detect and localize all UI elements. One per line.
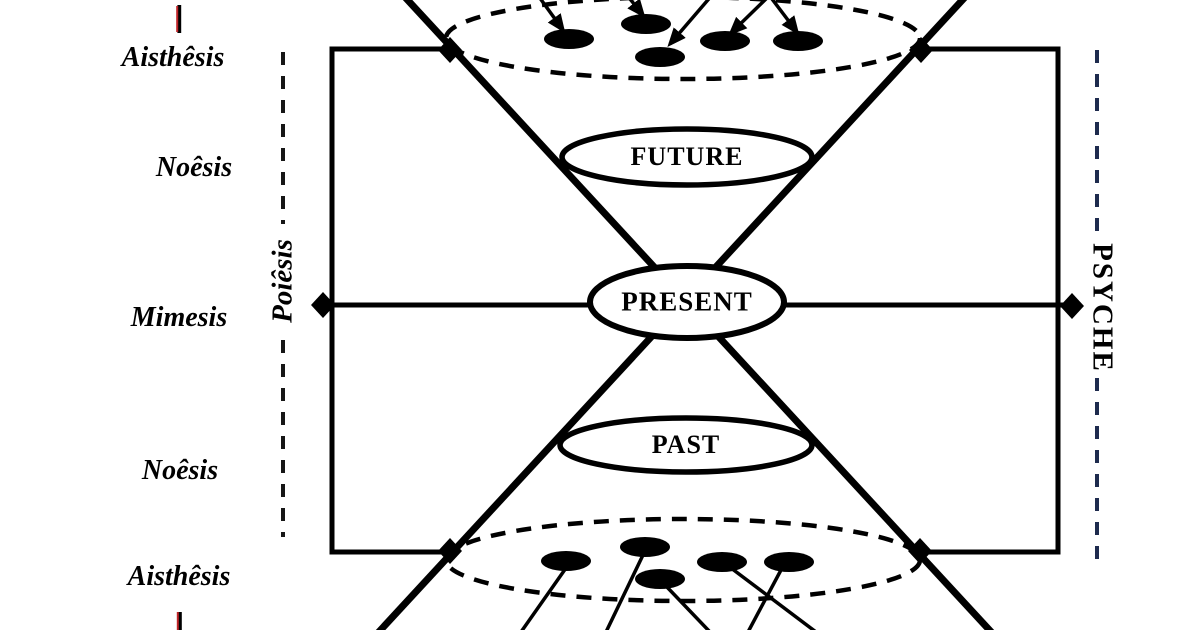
- bottom-tick-bar-red: [176, 612, 179, 630]
- diamond-bottom-right: [908, 538, 932, 564]
- node-past-label: PAST: [651, 430, 721, 459]
- top-incoming-arrows: [539, 0, 800, 48]
- top-dot-2: [621, 14, 671, 34]
- top-dashed-ellipse: [443, 0, 923, 82]
- frame-left-bracket: [329, 46, 452, 555]
- top-dot-4: [700, 31, 750, 51]
- label-psyche: PSYCHE: [1086, 243, 1119, 373]
- label-noesis-bottom: Noêsis: [141, 455, 219, 486]
- bottom-memory-dots: [541, 537, 814, 589]
- diamond-markers: [311, 37, 1084, 564]
- top-dot-1: [544, 29, 594, 49]
- outer-frame: [329, 46, 1061, 555]
- top-dot-5: [773, 31, 823, 51]
- top-tick-bar: [177, 5, 182, 33]
- diamond-mid-right: [1060, 293, 1084, 319]
- present-node-ellipse: [587, 263, 787, 341]
- bottom-dot-3: [635, 569, 685, 589]
- vertical-tick-bars: [176, 5, 182, 630]
- label-noesis-top: Noêsis: [155, 152, 233, 183]
- label-aisthesis-bottom: Aisthêsis: [127, 561, 231, 592]
- bottom-dot-2: [620, 537, 670, 557]
- bottom-dot-1: [541, 551, 591, 571]
- node-present-label: PRESENT: [621, 286, 753, 317]
- frame-right-bracket: [919, 46, 1061, 555]
- past-node-ellipse: [557, 415, 815, 475]
- top-memory-dots: [544, 14, 823, 67]
- future-node-ellipse: [559, 126, 815, 188]
- bottom-dot-4: [697, 552, 747, 572]
- label-aisthesis-top: Aisthêsis: [121, 42, 225, 73]
- bottom-dot-5: [764, 552, 814, 572]
- node-future-label: FUTURE: [630, 142, 744, 171]
- label-poiesis: Poiêsis: [266, 239, 299, 323]
- bottom-dashed-ellipse: [443, 516, 923, 604]
- top-tick-bar-red: [176, 6, 179, 32]
- bottom-tick-bar: [178, 612, 182, 630]
- diamond-top-left: [438, 37, 462, 63]
- label-mimesis: Mimesis: [130, 302, 228, 333]
- diamond-bottom-left: [438, 538, 462, 564]
- top-dot-3: [635, 47, 685, 67]
- bottom-trace-lines: [520, 554, 817, 630]
- diamond-mid-left: [311, 292, 335, 318]
- diamond-top-right: [909, 37, 933, 63]
